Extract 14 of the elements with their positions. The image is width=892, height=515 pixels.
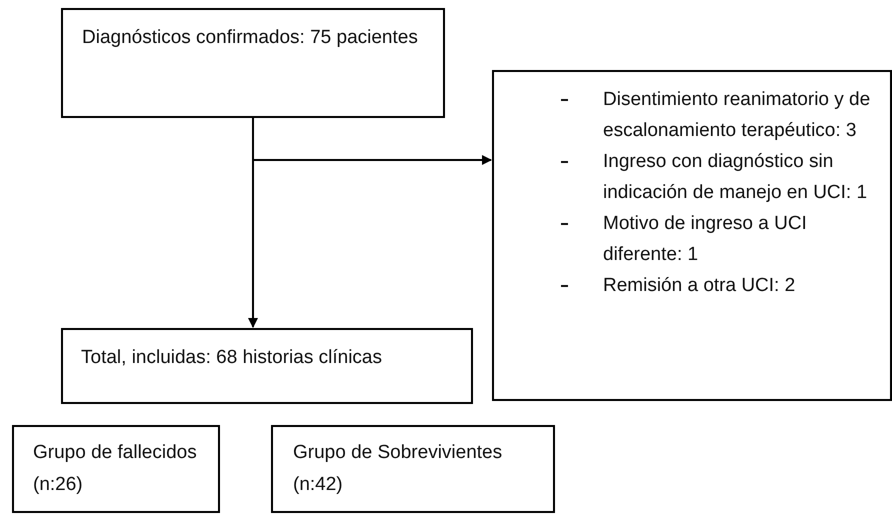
box-text: Diagnósticos confirmados: 75 pacientes bbox=[82, 26, 419, 50]
process-box bbox=[492, 70, 892, 401]
list-item-text: Ingreso con diagnóstico sin indicación de manejo en UCI: 1 bbox=[603, 150, 868, 205]
process-box bbox=[12, 425, 220, 513]
process-box bbox=[61, 8, 445, 118]
arrow bbox=[248, 118, 258, 328]
box-text: Grupo de fallecidos (n:26) bbox=[33, 441, 198, 497]
list-item-text: Remisión a otra UCI: 2 bbox=[603, 274, 796, 298]
box-text: Grupo de Sobrevivientes (n:42) bbox=[293, 441, 504, 497]
box-text: Total, incluidas: 68 historias clínicas bbox=[81, 346, 383, 370]
process-box bbox=[61, 328, 473, 404]
list-item-text: Motivo de ingreso a UCI diferente: 1 bbox=[603, 212, 808, 267]
list-item-text: Disentimiento reanimatorio y de escalonamiento terapéutico: 3 bbox=[603, 88, 872, 143]
process-box bbox=[271, 425, 555, 513]
